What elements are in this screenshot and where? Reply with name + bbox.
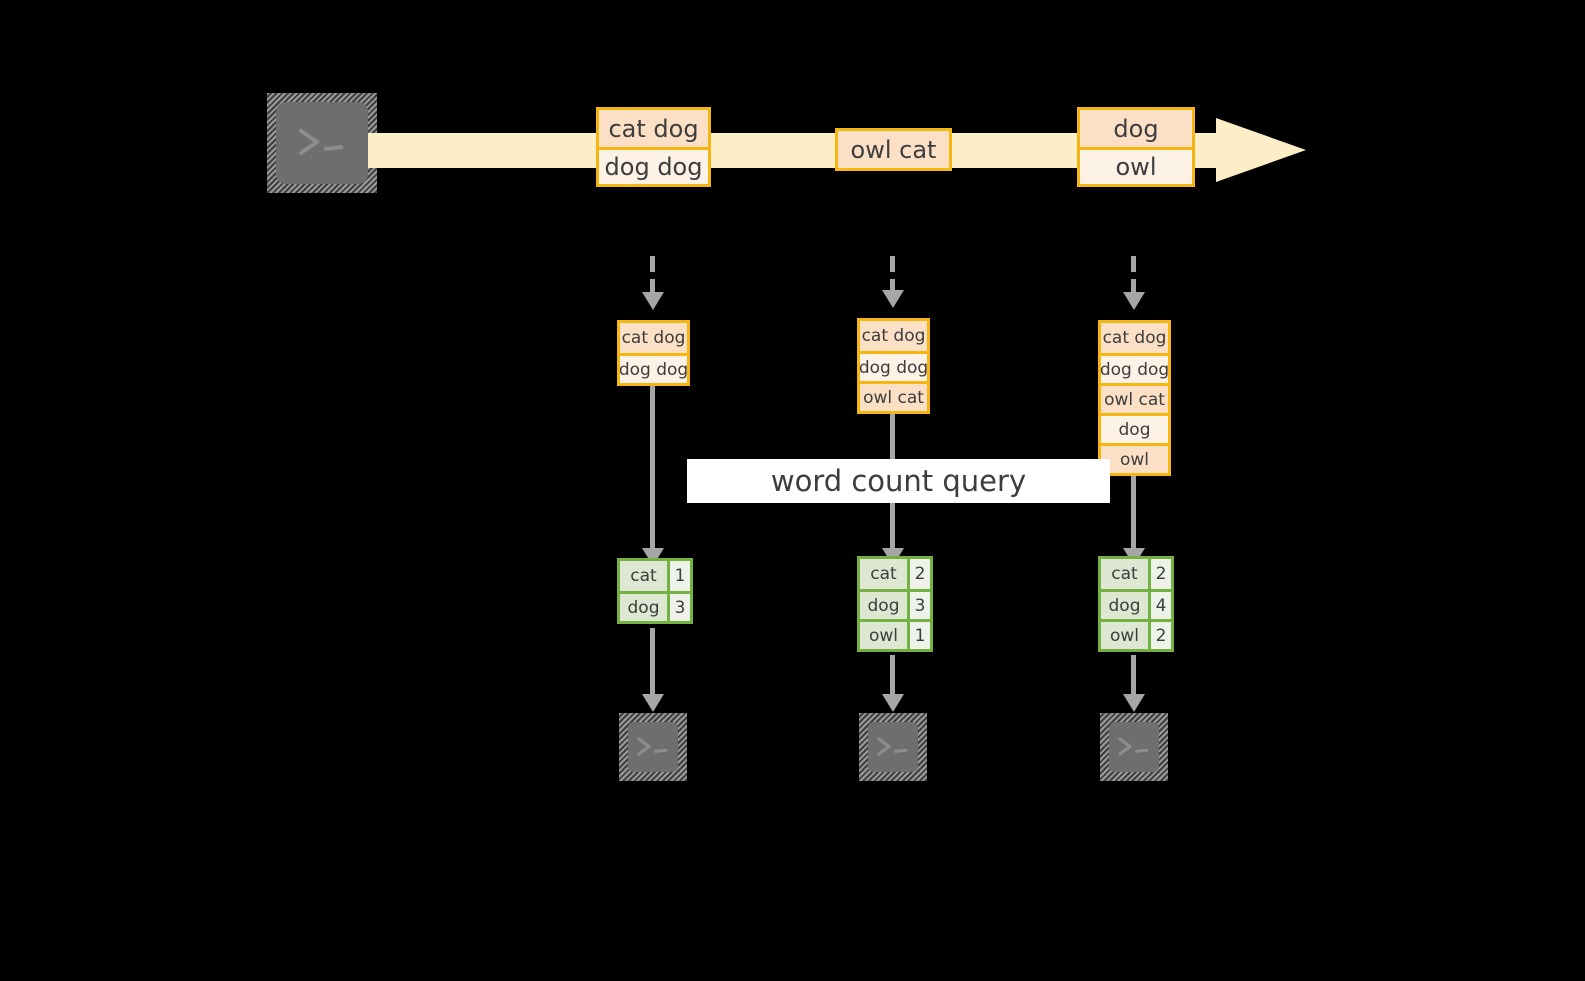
terminal-prompt-icon [1118,737,1149,756]
result-word: dog [620,594,667,621]
terminal-prompt-icon [637,737,668,756]
result-word: cat [620,561,667,591]
table-row: dog 3 [860,589,930,619]
result-count: 2 [1148,559,1171,589]
result-word: dog [860,592,907,619]
terminal-prompt-icon [299,129,344,155]
sink-terminal-1-icon [619,713,687,781]
input-line: cat dog [620,323,687,353]
result-word: owl [1101,622,1148,649]
stream-arrowhead-icon [1216,118,1306,182]
result-word: owl [860,622,907,649]
query-connector-1 [650,386,655,550]
result-word: cat [1101,559,1148,589]
stage-3-result-table: cat 2 dog 4 owl 2 [1098,556,1174,652]
message-line: dog [1080,110,1192,147]
dashed-arrowhead-3-icon [1123,292,1145,310]
terminal-face [1109,722,1159,772]
message-line: owl [1080,147,1192,184]
result-word: cat [860,559,907,589]
query-label: word count query [687,459,1110,503]
message-line: owl cat [838,131,949,168]
dashed-arrowhead-1-icon [642,292,664,310]
dashed-connector-3 [1131,256,1136,272]
message-line: dog dog [599,147,708,184]
sink-terminal-3-icon [1100,713,1168,781]
result-count: 1 [907,622,930,649]
result-word: dog [1101,592,1148,619]
input-line: dog dog [859,351,928,381]
input-line: cat dog [1101,323,1168,353]
input-line: owl [1101,443,1168,473]
result-count: 3 [667,594,690,621]
table-row: cat 1 [620,561,690,591]
dashed-connector-1 [650,279,655,294]
stage-1-result-table: cat 1 dog 3 [617,558,693,624]
sink-arrowhead-3-icon [1123,694,1145,712]
stream-message-2: owl cat [835,128,952,171]
result-count: 2 [1148,622,1171,649]
table-row: cat 2 [860,559,930,589]
terminal-face [868,722,918,772]
stream-message-1: cat dog dog dog [596,107,711,187]
stream-band [368,133,1218,168]
input-line: dog dog [619,353,688,383]
result-count: 4 [1148,592,1171,619]
terminal-face [628,722,678,772]
table-row: owl 2 [1101,619,1171,649]
sink-terminal-2-icon [859,713,927,781]
sink-connector-1 [650,628,655,696]
dashed-arrowhead-2-icon [882,290,904,308]
stage-2-result-table: cat 2 dog 3 owl 1 [857,556,933,652]
input-line: cat dog [860,321,927,351]
query-connector-3 [1131,476,1136,550]
dashed-connector-1 [650,256,655,272]
source-terminal-icon [267,93,377,193]
terminal-face [276,102,368,184]
result-count: 3 [907,592,930,619]
input-line: owl cat [860,381,927,411]
dashed-connector-2 [890,279,895,292]
sink-arrowhead-2-icon [882,694,904,712]
stage-2-input-table: cat dog dog dog owl cat [857,318,930,414]
stage-1-input-table: cat dog dog dog [617,320,690,386]
message-line: cat dog [599,110,708,147]
dashed-connector-2 [890,256,895,272]
table-row: owl 1 [860,619,930,649]
table-row: dog 4 [1101,589,1171,619]
input-line: dog [1101,413,1168,443]
table-row: dog 3 [620,591,690,621]
input-line: owl cat [1101,383,1168,413]
input-line: dog dog [1100,353,1169,383]
stream-message-3: dog owl [1077,107,1195,187]
sink-arrowhead-1-icon [642,694,664,712]
terminal-prompt-icon [877,737,908,756]
dashed-connector-3 [1131,279,1136,294]
table-row: cat 2 [1101,559,1171,589]
result-count: 1 [667,561,690,591]
stage-3-input-table: cat dog dog dog owl cat dog owl [1098,320,1171,476]
sink-connector-2 [890,655,895,696]
result-count: 2 [907,559,930,589]
sink-connector-3 [1131,655,1136,696]
